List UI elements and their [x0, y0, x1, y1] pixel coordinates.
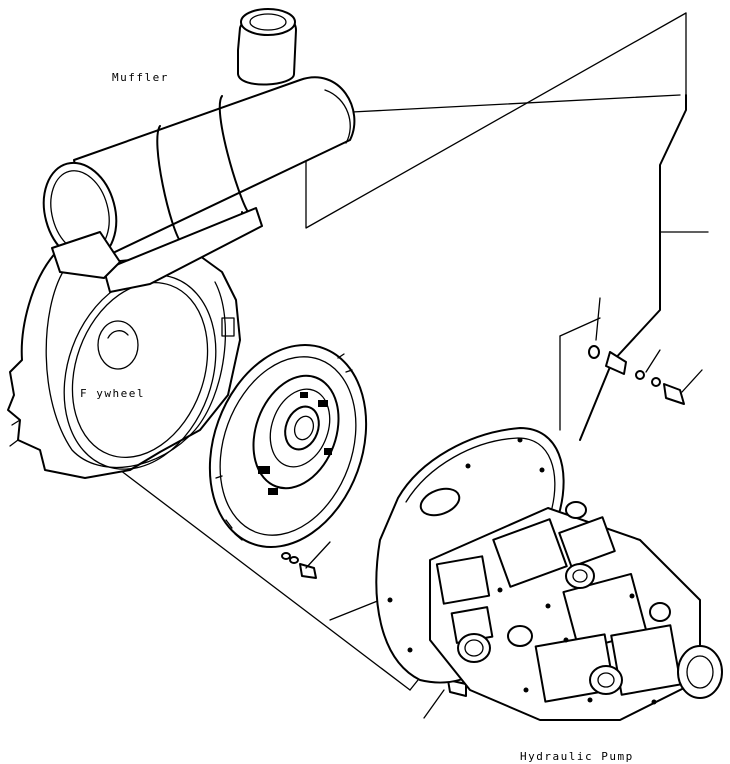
label-muffler: Muffler: [112, 71, 169, 84]
label-flywheel: F ywheel: [80, 387, 145, 400]
muffler: [33, 9, 354, 292]
damper-disc: [183, 323, 393, 569]
bolt-center: [282, 542, 330, 578]
assembly-outline-lines: [120, 13, 686, 690]
flywheel-housing: [8, 250, 242, 491]
hydraulic-line: [580, 95, 708, 440]
label-hydraulic-pump: Hydraulic Pump: [520, 750, 634, 763]
hydraulic-pump: [430, 502, 722, 720]
